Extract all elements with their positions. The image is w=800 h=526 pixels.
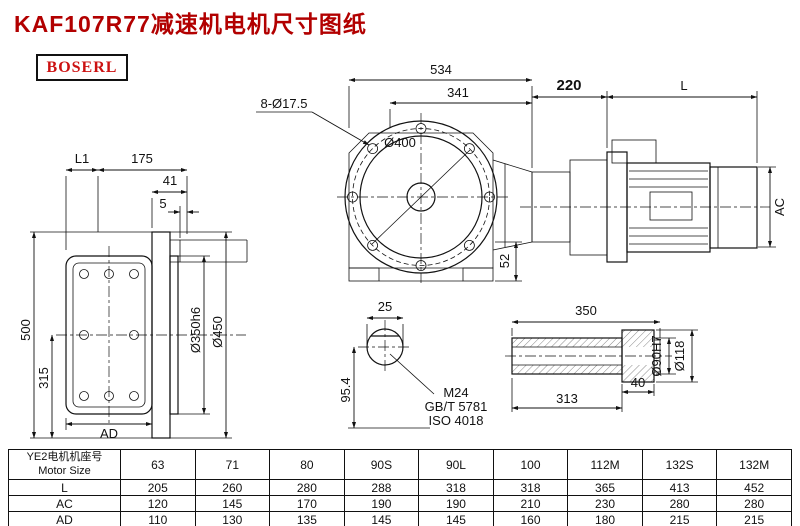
col-header-90l: 90L: [418, 449, 494, 480]
table-cell: 215: [641, 511, 718, 526]
boserl-logo: BOSERL: [36, 54, 128, 81]
label-gbt-5781: GB/T 5781: [425, 399, 488, 414]
table-cell: 130: [194, 511, 271, 526]
table-cell: 280: [716, 495, 792, 512]
motor-size-label-cn: YE2电机机座号: [26, 451, 103, 464]
table-cell: 145: [194, 495, 271, 512]
col-header-112m: 112M: [567, 449, 643, 480]
dim-341: 341: [447, 85, 469, 100]
table-header-row: YE2电机机座号 Motor Size 63 71 80 90S 90L 100…: [8, 449, 792, 480]
shaft-end-view: 25 95.4 M24 GB/T 5781 ISO 4018: [338, 299, 488, 429]
table-cell: 110: [120, 511, 196, 526]
table-cell: 230: [567, 495, 643, 512]
shaft-detail-view: 350 40 313 Ø90H7 Ø118: [505, 303, 698, 412]
table-cell: 288: [343, 479, 420, 496]
table-cell: 280: [641, 495, 718, 512]
dim-5: 5: [159, 196, 166, 211]
table-cell: 215: [716, 511, 792, 526]
dim-d400: Ø400: [384, 135, 416, 150]
dim-315: 315: [36, 367, 51, 389]
dim-534: 534: [430, 62, 452, 77]
table-header-motor-size: YE2电机机座号 Motor Size: [8, 449, 121, 480]
table-cell: 135: [269, 511, 345, 526]
dim-25: 25: [378, 299, 392, 314]
dim-95-4: 95.4: [338, 377, 353, 402]
col-header-90s: 90S: [343, 449, 420, 480]
dim-40: 40: [631, 375, 645, 390]
dim-350: 350: [575, 303, 597, 318]
table-cell: 260: [194, 479, 271, 496]
table-cell: 318: [418, 479, 494, 496]
table-cell: 190: [418, 495, 494, 512]
dim-bolt-holes: 8-Ø17.5: [261, 96, 308, 111]
table-cell: 205: [120, 479, 196, 496]
table-row-L: L 205 260 280 288 318 318 365 413 452: [8, 479, 792, 496]
dim-41: 41: [163, 173, 177, 188]
side-view-dimensions: L1 175 41 5 500 315 Ø350h6 Ø450: [18, 151, 232, 441]
table-cell: 365: [567, 479, 643, 496]
dim-313: 313: [556, 391, 578, 406]
col-header-63: 63: [120, 449, 196, 480]
table-row-AD: AD 110 130 135 145 145 160 180 215 215: [8, 511, 792, 526]
dim-220: 220: [556, 77, 581, 94]
dim-175: 175: [131, 151, 153, 166]
col-header-132m: 132M: [716, 449, 792, 480]
label-m24: M24: [443, 385, 468, 400]
table-cell: 180: [567, 511, 643, 526]
label-iso-4018: ISO 4018: [429, 413, 484, 428]
table-row-AC: AC 120 145 170 190 190 210 230 280 280: [8, 495, 792, 512]
dim-AC: AC: [772, 198, 787, 216]
col-header-100: 100: [492, 449, 569, 480]
dim-52: 52: [497, 254, 512, 268]
dim-350h6: Ø350h6: [188, 307, 203, 353]
dim-L: L: [680, 78, 687, 93]
dim-90h7: Ø90H7: [649, 335, 664, 376]
table-cell: 170: [269, 495, 345, 512]
col-header-71: 71: [194, 449, 271, 480]
dim-118: Ø118: [672, 341, 687, 372]
table-cell: 145: [343, 511, 420, 526]
col-header-80: 80: [269, 449, 345, 480]
technical-drawing: Ø400 534 341 8-Ø17.5 52: [18, 62, 787, 441]
front-view-dimensions: 534 341 8-Ø17.5 52: [256, 62, 533, 282]
dim-AD: AD: [100, 426, 118, 441]
page-title: KAF107R77减速机电机尺寸图纸: [14, 11, 367, 37]
motor-size-label-en: Motor Size: [38, 464, 91, 477]
table-cell: 120: [120, 495, 196, 512]
table-cell: 190: [343, 495, 420, 512]
table-cell: 318: [492, 479, 569, 496]
table-cell: 413: [641, 479, 718, 496]
boserl-logo-text: BOSERL: [46, 58, 118, 76]
col-header-132s: 132S: [641, 449, 718, 480]
table-cell: 210: [492, 495, 569, 512]
table-cell: 280: [269, 479, 345, 496]
row-label-AD: AD: [8, 511, 121, 526]
table-cell: 452: [716, 479, 792, 496]
dimension-table: YE2电机机座号 Motor Size 63 71 80 90S 90L 100…: [8, 449, 792, 526]
dim-500: 500: [18, 319, 33, 341]
table-cell: 145: [418, 511, 494, 526]
dim-450: Ø450: [210, 316, 225, 348]
motor-dimensions: 220 L AC: [531, 77, 787, 248]
row-label-AC: AC: [8, 495, 121, 512]
motor-view: [520, 139, 770, 263]
dim-L1: L1: [75, 151, 89, 166]
table-cell: 160: [492, 511, 569, 526]
row-label-L: L: [8, 479, 121, 496]
